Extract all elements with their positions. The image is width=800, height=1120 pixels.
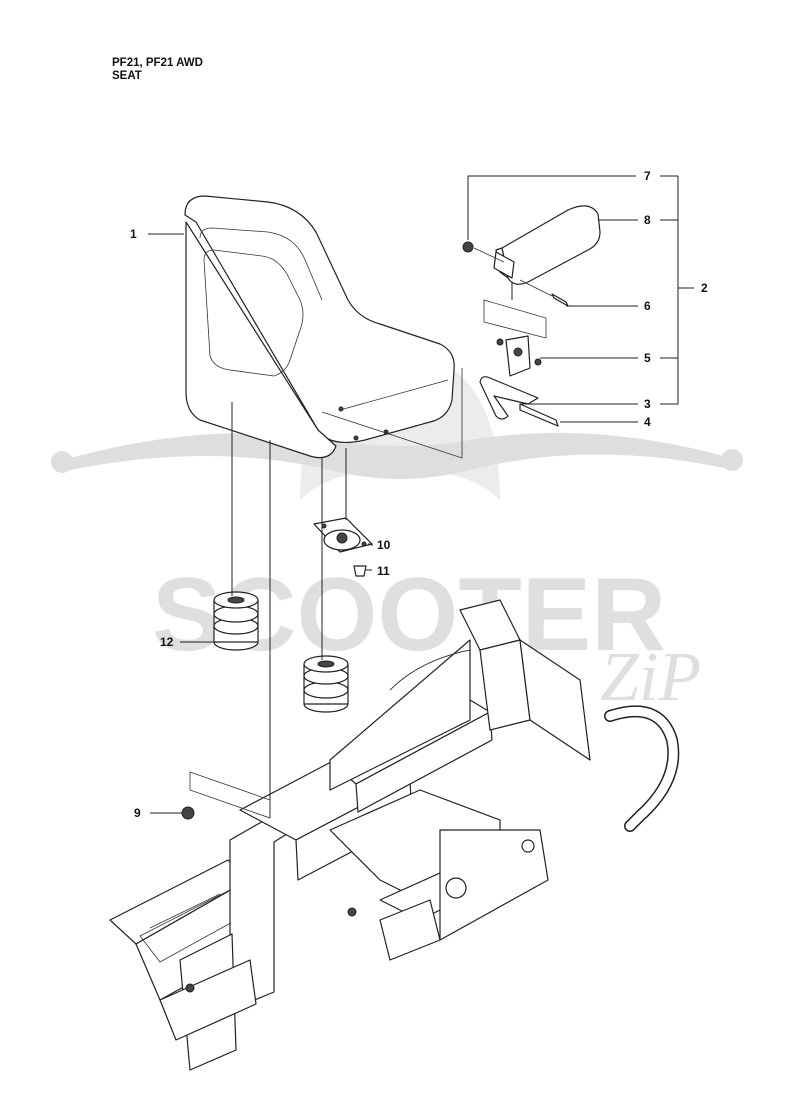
callout-leaders <box>148 175 638 814</box>
callout-8: 8 <box>644 213 651 227</box>
callout-5: 5 <box>644 351 651 365</box>
tractor-frame <box>109 599 680 1071</box>
armrest-assembly <box>321 205 601 459</box>
callout-1: 1 <box>130 227 137 241</box>
callout-12: 12 <box>160 635 174 649</box>
diagram-header: PF21, PF21 AWD SEAT <box>112 57 203 83</box>
model-title: PF21, PF21 AWD <box>112 57 203 69</box>
callout-2: 2 <box>701 281 708 295</box>
rubber-mount-part <box>213 591 259 651</box>
callout-6: 6 <box>644 299 651 313</box>
callout-4: 4 <box>644 415 651 429</box>
callout-10: 10 <box>377 538 391 552</box>
callout-9: 9 <box>134 806 141 820</box>
callouts: 1 2 3 4 5 6 7 8 9 10 11 12 <box>130 169 708 820</box>
callout-3: 3 <box>644 397 651 411</box>
assembly-group-bracket <box>660 175 694 405</box>
watermark-sub: ZiP <box>600 639 701 716</box>
seat-part <box>184 195 455 459</box>
nut-part <box>181 806 195 820</box>
rubber-mount-part-2 <box>303 655 349 713</box>
callout-11: 11 <box>377 564 390 578</box>
callout-7: 7 <box>644 169 651 183</box>
guide-lines <box>189 282 513 819</box>
section-title: SEAT <box>112 70 142 82</box>
